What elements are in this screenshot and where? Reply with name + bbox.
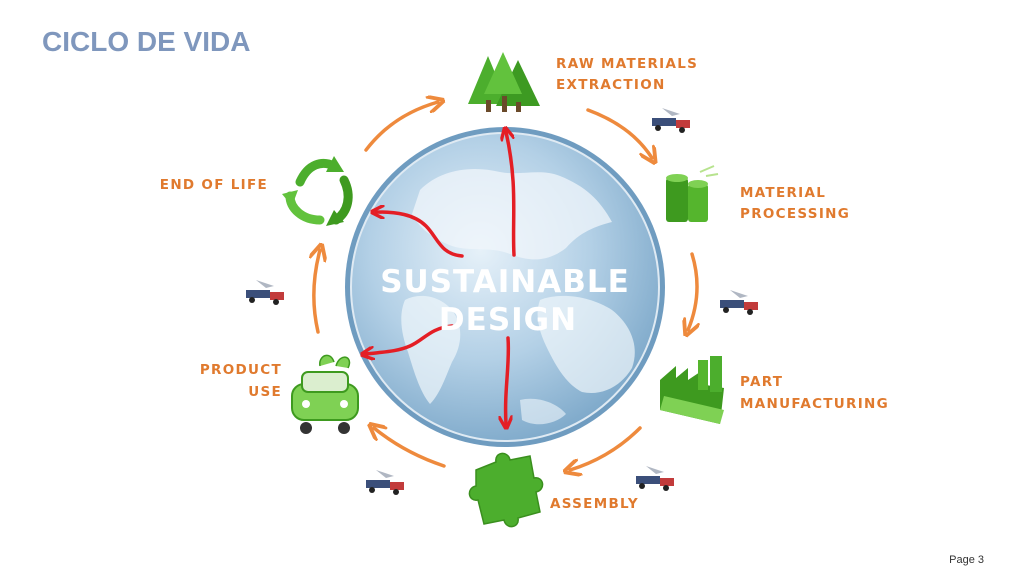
stage-labels: RAW MATERIALS EXTRACTION MATERIAL PROCES… [160,56,889,512]
label-material-processing-2: PROCESSING [740,206,850,222]
cycle-arrow-use-to-end [314,250,320,334]
page-number: Page 3 [949,554,984,566]
globe [345,127,665,447]
label-part-manufacturing-2: MANUFACTURING [740,396,889,412]
label-assembly: ASSEMBLY [550,496,639,512]
label-raw-materials-1: RAW MATERIALS [556,56,698,72]
arrow-down [506,336,509,424]
arrow-left-lower [366,324,454,354]
cycle-arrow-raw-to-processing [586,108,652,158]
cycle-arrow-end-to-raw [364,102,438,152]
silos-icon [666,165,719,222]
car-icon [291,354,359,434]
transport-icon-1 [652,108,690,133]
cycle-arrows [314,102,697,470]
slide-title: CICLO DE VIDA [42,26,251,57]
puzzle-icon [468,452,544,528]
cycle-arrow-assembly-to-use [374,428,446,468]
cycle-arrow-part-to-assembly [570,426,642,470]
label-product-use-2: USE [248,384,282,400]
transport-icon-5 [246,280,284,305]
label-end-of-life: END OF LIFE [160,177,268,193]
label-product-use-1: PRODUCT [200,362,282,378]
label-raw-materials-2: EXTRACTION [556,77,666,93]
trees-icon [468,52,540,112]
transport-icon-4 [366,470,404,495]
transport-icon-2 [720,290,758,315]
center-text-line1: SUSTAINABLE [380,264,630,300]
arrow-up [506,132,516,257]
center-text-line2: DESIGN [439,302,577,338]
label-material-processing-1: MATERIAL [740,185,826,201]
arrow-left-upper [376,212,464,258]
center-arrows [366,132,516,424]
cycle-arrow-processing-to-part [688,252,697,330]
recycle-icon [282,156,353,226]
label-part-manufacturing-1: PART [740,374,783,390]
factory-icon [660,356,724,424]
transport-icon-3 [636,466,674,491]
